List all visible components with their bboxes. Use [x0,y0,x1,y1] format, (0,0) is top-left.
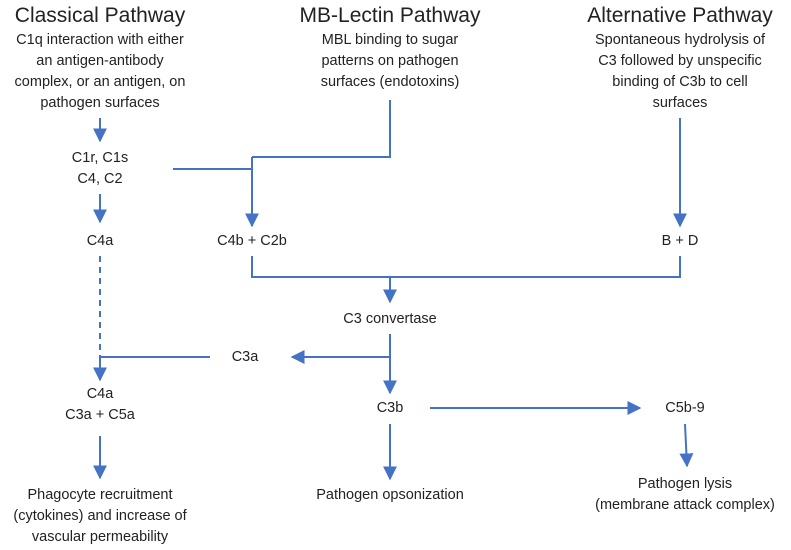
node-line: C4a [86,386,114,402]
node-pathogen-opsonization: Pathogen opsonization [316,487,464,503]
desc-line: C3 followed by unspecific [598,53,762,69]
node-b-d: B + D [661,233,699,249]
alternative-pathway-description: Spontaneous hydrolysis of C3 followed by… [580,30,780,114]
node-c4a: C4a [86,233,114,249]
node-line: C1r, C1s [71,150,129,166]
desc-line: patterns on pathogen [321,53,459,69]
desc-line: C1q interaction with either [16,32,184,48]
node-c1: C1r, C1s C4, C2 [40,148,160,190]
node-phagocyte-recruitment: Phagocyte recruitment (cytokines) and in… [0,485,200,548]
node-line: Pathogen lysis [637,476,733,492]
node-c3a: C3a [231,349,259,365]
node-line: C3a + C5a [65,407,135,423]
node-c4b-c2b: C4b + C2b [217,233,287,249]
desc-line: surfaces [652,95,708,111]
desc-line: Spontaneous hydrolysis of [594,32,766,48]
alternative-pathway-title: Alternative Pathway [587,4,773,27]
node-line: vascular permeability [31,529,169,545]
lectin-pathway-title: MB-Lectin Pathway [299,4,481,27]
desc-line: binding of C3b to cell [612,74,748,90]
node-line: (cytokines) and increase of [13,508,187,524]
classical-pathway-description: C1q interaction with either an antigen-a… [0,30,200,114]
node-c3-convertase: C3 convertase [343,311,437,327]
node-line: C4, C2 [77,171,123,187]
line-convergence [251,256,681,278]
arrow-to-lysis [679,423,694,468]
desc-line: pathogen surfaces [40,95,160,111]
desc-line: surfaces (endotoxins) [320,74,460,90]
node-c4a-c3a-c5a: C4a C3a + C5a [40,384,160,426]
desc-line: an antigen-antibody [36,53,164,69]
node-line: (membrane attack complex) [595,497,775,513]
desc-line: MBL binding to sugar [321,32,459,48]
node-pathogen-lysis: Pathogen lysis (membrane attack complex) [580,474,790,516]
node-line: Phagocyte recruitment [27,487,173,503]
classical-pathway-title: Classical Pathway [14,4,186,27]
line-lectin-descent [252,100,391,158]
lectin-pathway-description: MBL binding to sugar patterns on pathoge… [290,30,490,93]
node-c5b-9: C5b-9 [665,400,705,416]
desc-line: complex, or an antigen, on [14,74,186,90]
node-c3b: C3b [376,400,404,416]
